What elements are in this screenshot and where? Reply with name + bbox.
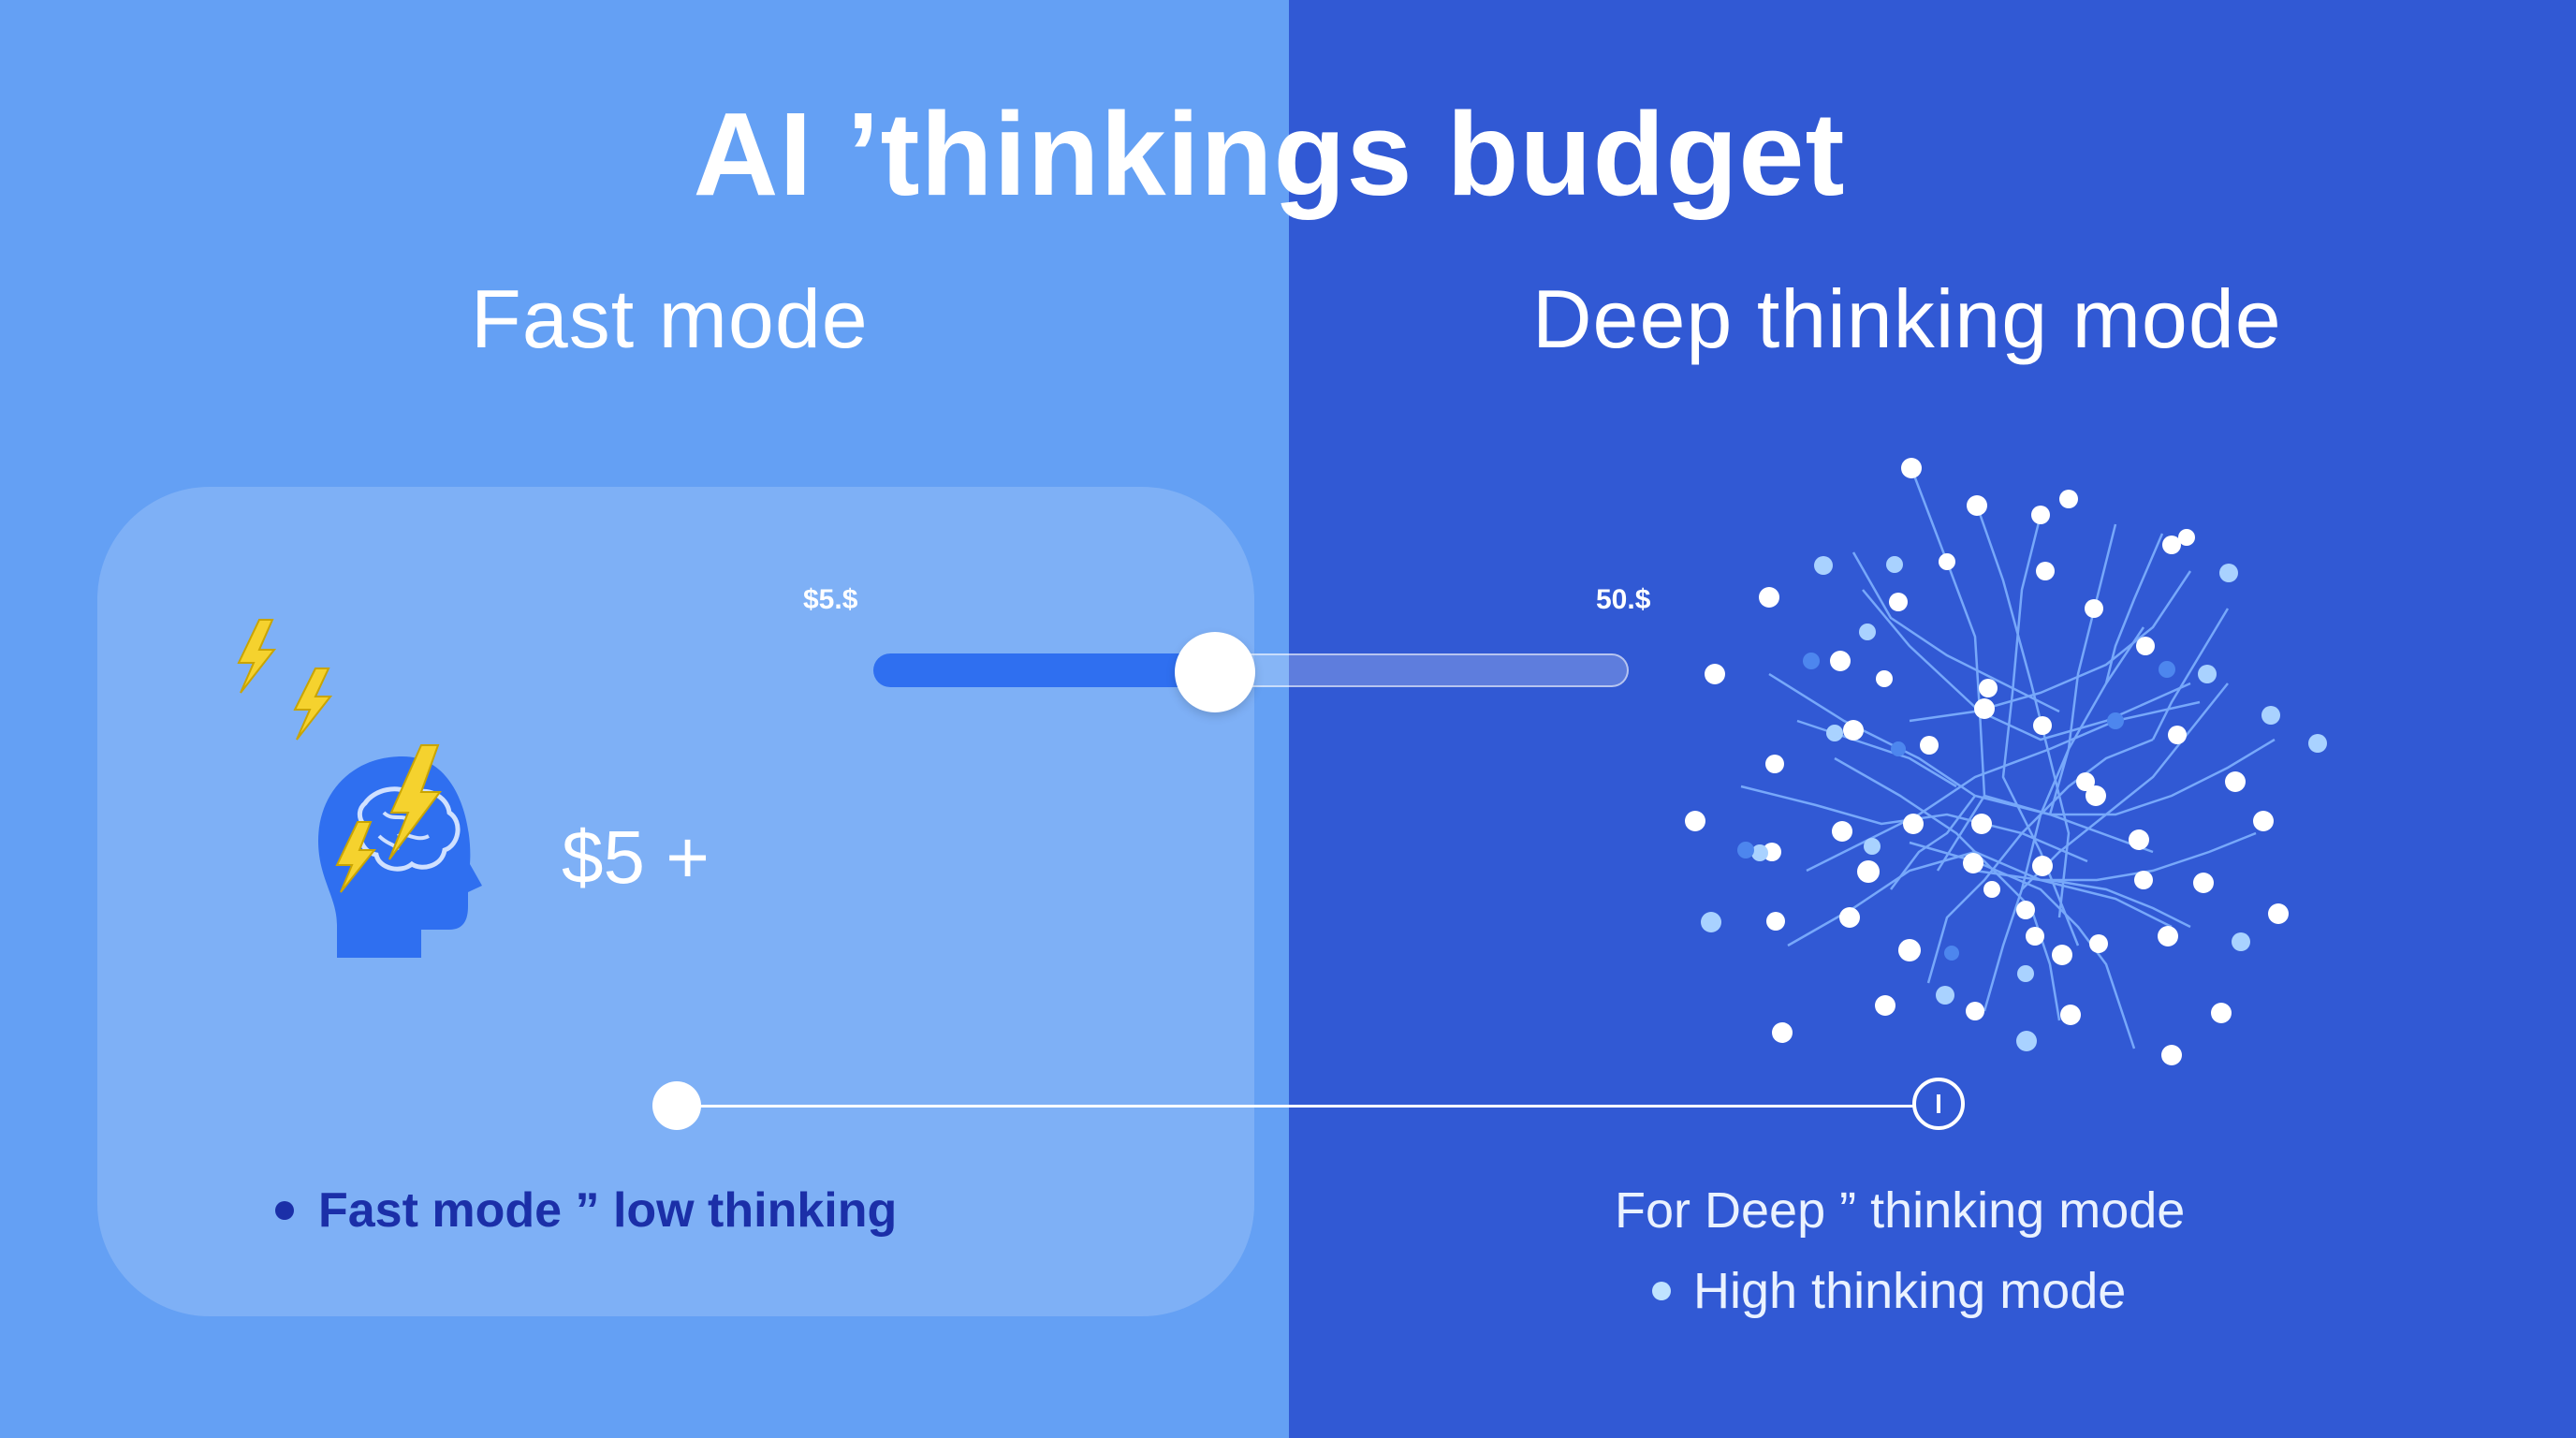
neural-network-icon — [1685, 458, 2327, 1065]
deep-mode-bullet-text: High thinking mode — [1693, 1263, 2127, 1319]
fast-mode-bullet: Fast mode ” low thinking — [275, 1182, 897, 1239]
slider-max-label: 50.$ — [1596, 584, 1651, 615]
deep-mode-panel — [1289, 0, 2576, 1438]
fast-mode-panel — [0, 0, 1289, 1438]
price-label: $5 + — [562, 815, 710, 899]
fast-mode-bullet-text: Fast mode ” low thinking — [318, 1183, 898, 1238]
brain-head-icon — [318, 744, 482, 958]
deep-mode-heading: Deep thinking mode — [1532, 272, 2282, 365]
budget-slider-fill — [873, 653, 1229, 687]
page-title: AI ’thinkings budget — [693, 88, 1846, 220]
slider-min-label: $5.$ — [803, 584, 858, 615]
fast-mode-card — [97, 487, 1254, 1316]
bullet-dot — [1652, 1282, 1671, 1300]
timeline-line — [678, 1105, 1939, 1108]
budget-slider-knob[interactable] — [1175, 632, 1255, 712]
lightning-icon — [237, 619, 333, 741]
deep-mode-caption: For Deep ” thinking mode — [1615, 1182, 2186, 1239]
timeline-end-handle[interactable] — [1912, 1078, 1965, 1130]
bullet-dot — [275, 1201, 294, 1220]
fast-mode-heading: Fast mode — [471, 272, 869, 365]
deep-mode-bullet: High thinking mode — [1652, 1262, 2126, 1320]
timeline-start-handle[interactable] — [652, 1081, 701, 1130]
